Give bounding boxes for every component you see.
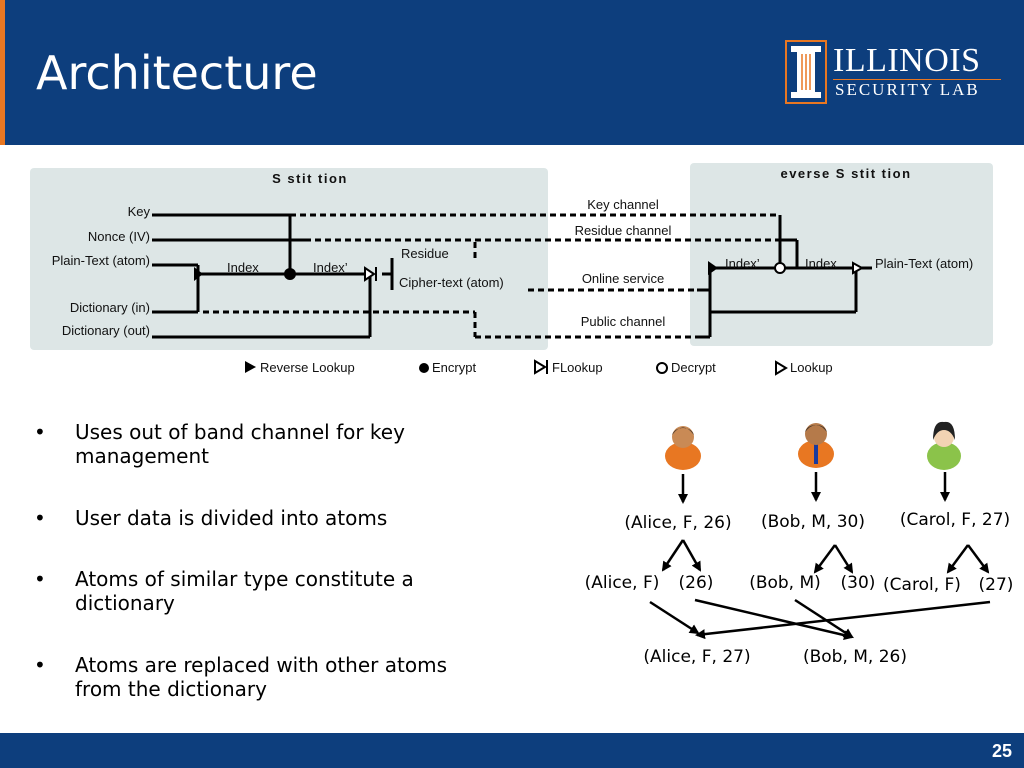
bullet-dot: •	[34, 653, 46, 677]
result-bob: (Bob, M, 26)	[803, 647, 907, 667]
reverse-lookup-node-2	[708, 261, 718, 275]
input-plaintext: Plain-Text (atom)	[52, 253, 150, 268]
atom-carol-f: (Carol, F)	[883, 575, 961, 595]
legend-decrypt: Decrypt	[671, 360, 716, 375]
bullet-item: • Uses out of band channel for key manag…	[30, 420, 480, 506]
bullet-text: Atoms of similar type constitute a dicti…	[75, 567, 414, 615]
anonymization-example: (Alice, F, 26) (Bob, M, 30) (Carol, F, 2…	[585, 421, 1014, 667]
record-bob: (Bob, M, 30)	[761, 512, 865, 532]
index-prime-label: Index’	[313, 260, 348, 275]
record-carol: (Carol, F, 27)	[900, 510, 1010, 530]
decrypt-node	[774, 262, 786, 274]
atom-30: (30)	[841, 573, 876, 593]
atom-27: (27)	[979, 575, 1014, 595]
slide-title: Architecture	[36, 46, 318, 100]
illinois-column-icon	[785, 40, 827, 104]
legend-flookup-icon	[534, 359, 547, 375]
residue-channel-label: Residue channel	[575, 223, 672, 238]
slide-footer: 25	[0, 733, 1024, 768]
input-dictionary-out: Dictionary (out)	[62, 323, 150, 338]
atom-bob-m: (Bob, M)	[749, 573, 821, 593]
user-avatar-icon	[927, 421, 961, 470]
bullet-dot: •	[34, 506, 46, 530]
logo-line-2: SECURITY LAB	[835, 80, 980, 99]
encrypt-node	[284, 268, 296, 280]
bullet-list: • Uses out of band channel for key manag…	[30, 420, 480, 701]
legend-lookup: Lookup	[790, 360, 833, 375]
online-service-label: Online service	[582, 271, 664, 286]
bullet-text: Atoms are replaced with other atoms from…	[75, 653, 447, 701]
ciphertext-label: Cipher-text (atom)	[399, 275, 504, 290]
bullet-dot: •	[34, 567, 46, 591]
legend-encrypt-icon	[419, 363, 429, 373]
dashed-channels	[203, 213, 780, 339]
bullet-item: • User data is divided into atoms	[30, 506, 480, 567]
residue-label: Residue	[401, 246, 449, 261]
legend-decrypt-icon	[656, 362, 668, 374]
public-channel-label: Public channel	[581, 314, 666, 329]
substitution-title: S stit tion	[272, 171, 348, 186]
reverse-wires	[697, 215, 872, 339]
key-channel-label: Key channel	[587, 197, 659, 212]
logo-divider	[833, 79, 1001, 80]
user-avatar-icon	[798, 423, 834, 468]
atom-26: (26)	[679, 573, 714, 593]
substitution-wires	[152, 213, 394, 339]
bullet-dot: •	[34, 420, 46, 444]
legend-reverse-lookup-icon	[245, 361, 256, 373]
reverse-substitution-title: everse S stit tion	[780, 166, 911, 181]
reverse-plaintext-label: Plain-Text (atom)	[875, 256, 973, 271]
input-nonce: Nonce (IV)	[88, 229, 150, 244]
reverse-substitution-panel	[690, 163, 993, 346]
legend-lookup-icon	[775, 360, 788, 376]
header-accent-stripe	[0, 0, 5, 145]
bullet-item: • Atoms are replaced with other atoms fr…	[30, 653, 480, 701]
illinois-security-lab-logo: ILLINOIS SECURITY LAB	[785, 40, 1005, 104]
bullet-text: User data is divided into atoms	[75, 506, 388, 530]
input-dictionary-in: Dictionary (in)	[70, 300, 150, 315]
atom-alice-f: (Alice, F)	[585, 573, 660, 593]
reverse-index-prime-label: Index’	[725, 256, 760, 271]
index-label: Index	[227, 260, 259, 275]
bullet-item: • Atoms of similar type constitute a dic…	[30, 567, 480, 653]
bullet-text: Uses out of band channel for key managem…	[75, 420, 405, 468]
record-alice: (Alice, F, 26)	[624, 513, 731, 533]
reverse-index-label: Index	[805, 256, 837, 271]
legend-encrypt: Encrypt	[432, 360, 476, 375]
input-key: Key	[128, 204, 151, 219]
slide-header: Architecture ILLINOIS SECURITY LAB	[0, 0, 1024, 145]
architecture-diagram: S stit tion everse S stit tion Key Nonce…	[30, 163, 993, 376]
logo-line-1: ILLINOIS	[833, 42, 981, 79]
user-avatar-icon	[665, 426, 701, 470]
legend-reverse-lookup: Reverse Lookup	[260, 360, 355, 375]
flookup-node	[364, 266, 376, 282]
result-alice: (Alice, F, 27)	[643, 647, 750, 667]
legend-flookup: FLookup	[552, 360, 603, 375]
reverse-lookup-node-1	[194, 267, 203, 281]
lookup-node	[852, 261, 865, 275]
page-number: 25	[991, 741, 1012, 761]
